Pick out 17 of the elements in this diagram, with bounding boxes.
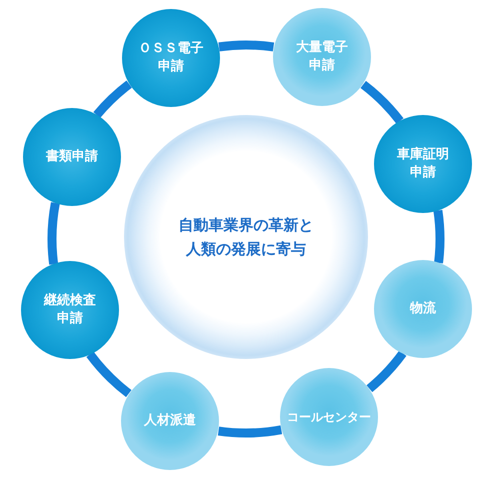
center-label: 自動車業界の革新と人類の発展に寄与 [178, 215, 314, 260]
node-label: 人材派遣 [144, 412, 196, 430]
connector-arc [366, 350, 406, 392]
node-label: コールセンター [287, 408, 371, 426]
node-label: 車庫証明申請 [396, 146, 450, 182]
connector-arc [48, 202, 60, 265]
connector-arc [360, 80, 404, 124]
node-label: 書類申請 [46, 148, 98, 166]
connector-arc [218, 425, 282, 438]
node-label: 大量電子申請 [294, 39, 349, 75]
connector-arc [86, 352, 132, 398]
connector-arc [218, 40, 274, 52]
node-label: ＯＳＳ電子申請 [137, 40, 204, 76]
connector-arc [93, 80, 132, 118]
node-label: 継続検査申請 [42, 292, 97, 328]
node-label: 物流 [410, 300, 436, 318]
connector-arc [433, 210, 444, 264]
